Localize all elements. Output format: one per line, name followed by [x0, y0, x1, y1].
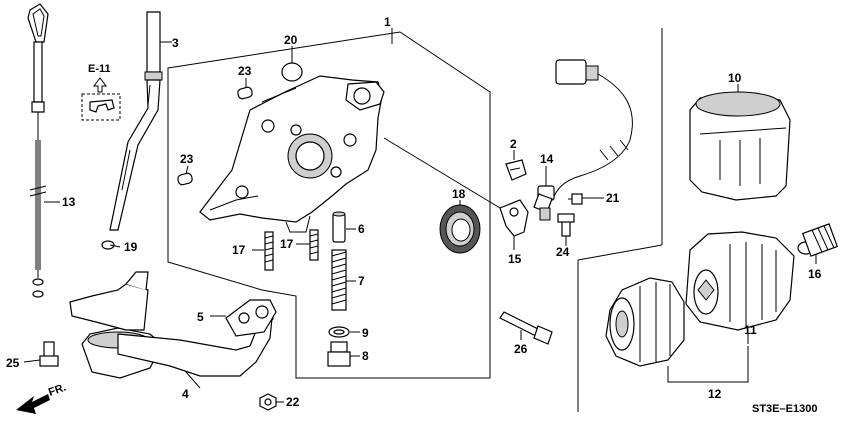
stud-bolt-left[interactable] — [264, 231, 274, 271]
oil-filter-housing[interactable] — [605, 277, 685, 367]
dowel-pin-lower[interactable] — [177, 172, 193, 186]
callout-10: 10 — [728, 71, 742, 85]
front-direction-indicator: FR. — [16, 381, 68, 414]
dipstick-tube[interactable] — [101, 11, 163, 250]
callout-25: 25 — [6, 356, 20, 370]
oil-seal[interactable] — [439, 204, 481, 254]
callout-19: 19 — [124, 240, 138, 254]
callout-24: 24 — [556, 245, 570, 259]
strainer-bolt[interactable] — [39, 341, 59, 367]
arrow-down-left-icon — [16, 394, 50, 414]
callout-22: 22 — [286, 395, 300, 409]
callout-4: 4 — [182, 387, 189, 401]
callout-17a: 17 — [232, 243, 246, 257]
arrow-up-icon — [93, 77, 107, 93]
sealing-bolt[interactable] — [327, 341, 351, 367]
callout-23a: 23 — [238, 64, 252, 78]
oil-pressure-switch[interactable] — [533, 185, 555, 221]
callout-26: 26 — [514, 342, 528, 356]
stud-bolt-right[interactable] — [309, 229, 319, 261]
callout-3: 3 — [172, 36, 179, 50]
reference-e11: E-11 — [81, 63, 121, 121]
callout-11: 11 — [744, 323, 757, 337]
callout-23b: 23 — [180, 152, 194, 166]
oil-pump-assembly[interactable] — [199, 75, 385, 233]
strainer-nut[interactable] — [259, 393, 277, 411]
drawing-code: ST3E–E1300 — [752, 403, 817, 415]
callout-17b: 17 — [280, 237, 294, 251]
leader-lines — [23, 28, 817, 403]
oil-filter[interactable] — [689, 91, 791, 201]
oil-pressure-sensor-harness[interactable] — [551, 59, 633, 201]
sensor-bolt[interactable] — [568, 193, 583, 205]
sensor-bracket[interactable] — [499, 199, 529, 237]
dowel-pin-upper[interactable] — [237, 86, 253, 100]
sensor-bracket-bolt[interactable] — [557, 213, 575, 237]
callout-7: 7 — [358, 274, 365, 288]
relief-valve-spring[interactable] — [331, 249, 347, 311]
oil-strainer[interactable] — [69, 271, 274, 379]
callout-9: 9 — [362, 326, 369, 340]
callout-14: 14 — [540, 152, 554, 166]
callout-16: 16 — [808, 267, 822, 281]
callout-labels: 1 2 3 4 5 6 7 8 9 10 11 12 13 14 15 16 1… — [6, 15, 822, 409]
callout-20: 20 — [284, 33, 298, 47]
harness-clip[interactable] — [505, 159, 527, 181]
callout-21: 21 — [606, 191, 620, 205]
direction-label: FR. — [47, 381, 68, 398]
reference-label: E-11 — [88, 63, 111, 75]
callout-2: 2 — [510, 137, 517, 151]
callout-15: 15 — [508, 252, 522, 266]
callout-5: 5 — [197, 310, 204, 324]
o-ring[interactable] — [281, 62, 303, 82]
callout-6: 6 — [358, 222, 365, 236]
callout-12: 12 — [708, 387, 722, 401]
flange-bolt[interactable] — [499, 311, 553, 345]
callout-1: 1 — [384, 15, 391, 29]
callout-8: 8 — [362, 349, 369, 363]
relief-valve[interactable] — [332, 211, 346, 243]
callout-18: 18 — [452, 187, 466, 201]
filter-fitting[interactable] — [797, 223, 839, 257]
callout-13: 13 — [62, 195, 76, 209]
oil-dipstick[interactable] — [27, 3, 49, 298]
sealing-washer[interactable] — [328, 326, 350, 338]
strainer-gasket[interactable] — [225, 299, 277, 337]
oil-filter-cartridge[interactable] — [685, 231, 795, 331]
